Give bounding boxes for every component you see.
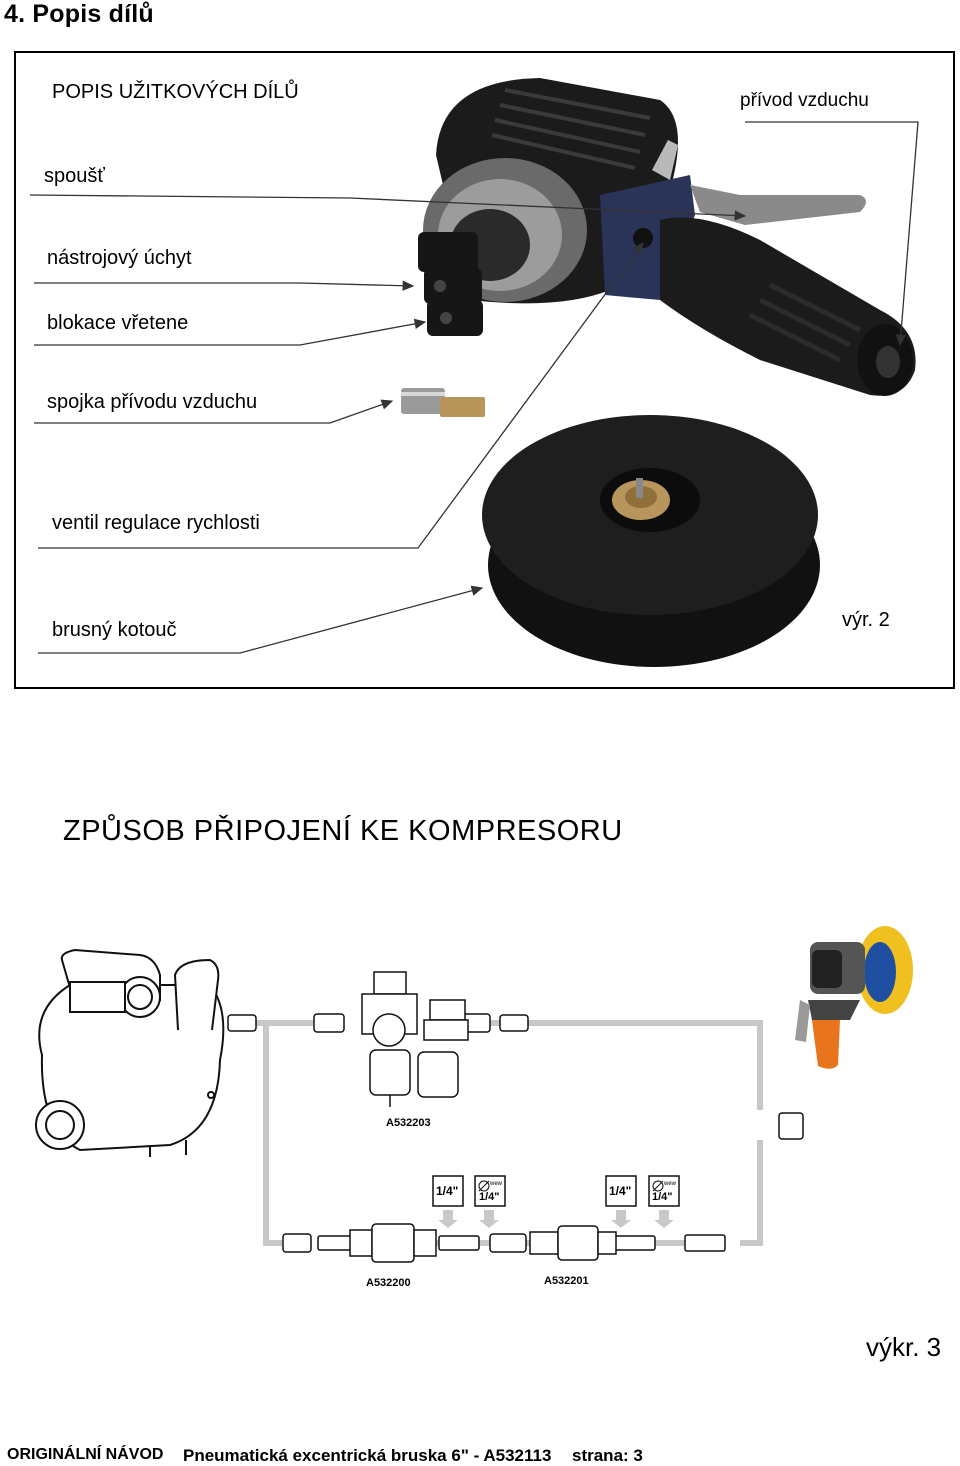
coupler-unit bbox=[529, 1225, 617, 1261]
label-air-coupling: spojka přívodu vzduchu bbox=[47, 391, 258, 413]
parts-panel-title: POPIS UŽITKOVÝCH DÍLŮ bbox=[52, 81, 299, 103]
grinder-image bbox=[418, 78, 916, 396]
label-speed-valve: ventil regulace rychlosti bbox=[52, 512, 260, 534]
connection-title: ZPŮSOB PŘIPOJENÍ KE KOMPRESORU bbox=[63, 815, 623, 847]
size-tag-4-prefix: wew bbox=[664, 1181, 677, 1187]
label-tool-holder: nástrojový úchyt bbox=[47, 247, 192, 269]
label-air-inlet: přívod vzduchu bbox=[740, 90, 869, 111]
leader-lines bbox=[29, 121, 919, 654]
tool-illustration bbox=[29, 78, 919, 667]
page-heading: 4. Popis dílů bbox=[4, 0, 154, 28]
sanding-pad-image bbox=[482, 415, 820, 667]
size-tag-4: 1/4" bbox=[652, 1191, 673, 1203]
footer-left: ORIGINÁLNÍ NÁVOD bbox=[7, 1446, 164, 1463]
oiler-unit bbox=[349, 1223, 437, 1263]
parts-panel bbox=[14, 51, 955, 689]
size-tag-2-prefix: wew bbox=[490, 1181, 503, 1187]
compressor-image bbox=[35, 948, 225, 1157]
figure-3-label: výkr. 3 bbox=[866, 1332, 942, 1362]
quick-couplings bbox=[227, 1013, 804, 1253]
label-spindle-lock: blokace vřetene bbox=[47, 312, 189, 334]
footer-center: Pneumatická excentrická bruska 6" - A532… bbox=[183, 1446, 552, 1465]
size-tag-group bbox=[432, 1175, 680, 1228]
footer-right: strana: 3 bbox=[572, 1446, 643, 1465]
size-tag-2: 1/4" bbox=[479, 1191, 500, 1203]
regulator-unit bbox=[361, 971, 469, 1107]
air-pipes bbox=[230, 1020, 763, 1246]
air-fitting-image bbox=[401, 388, 485, 417]
size-tag-1: 1/4" bbox=[436, 1184, 459, 1198]
label-trigger: spoušť bbox=[44, 165, 105, 187]
part-code-regulator: A532203 bbox=[386, 1117, 431, 1129]
part-code-oiler: A532200 bbox=[366, 1277, 411, 1289]
size-tag-3: 1/4" bbox=[609, 1184, 632, 1198]
part-code-coupler: A532201 bbox=[544, 1275, 589, 1287]
label-sanding-pad: brusný kotouč bbox=[52, 619, 177, 641]
figure-2-label: výr. 2 bbox=[842, 609, 890, 631]
orbital-polisher-image bbox=[795, 926, 913, 1069]
